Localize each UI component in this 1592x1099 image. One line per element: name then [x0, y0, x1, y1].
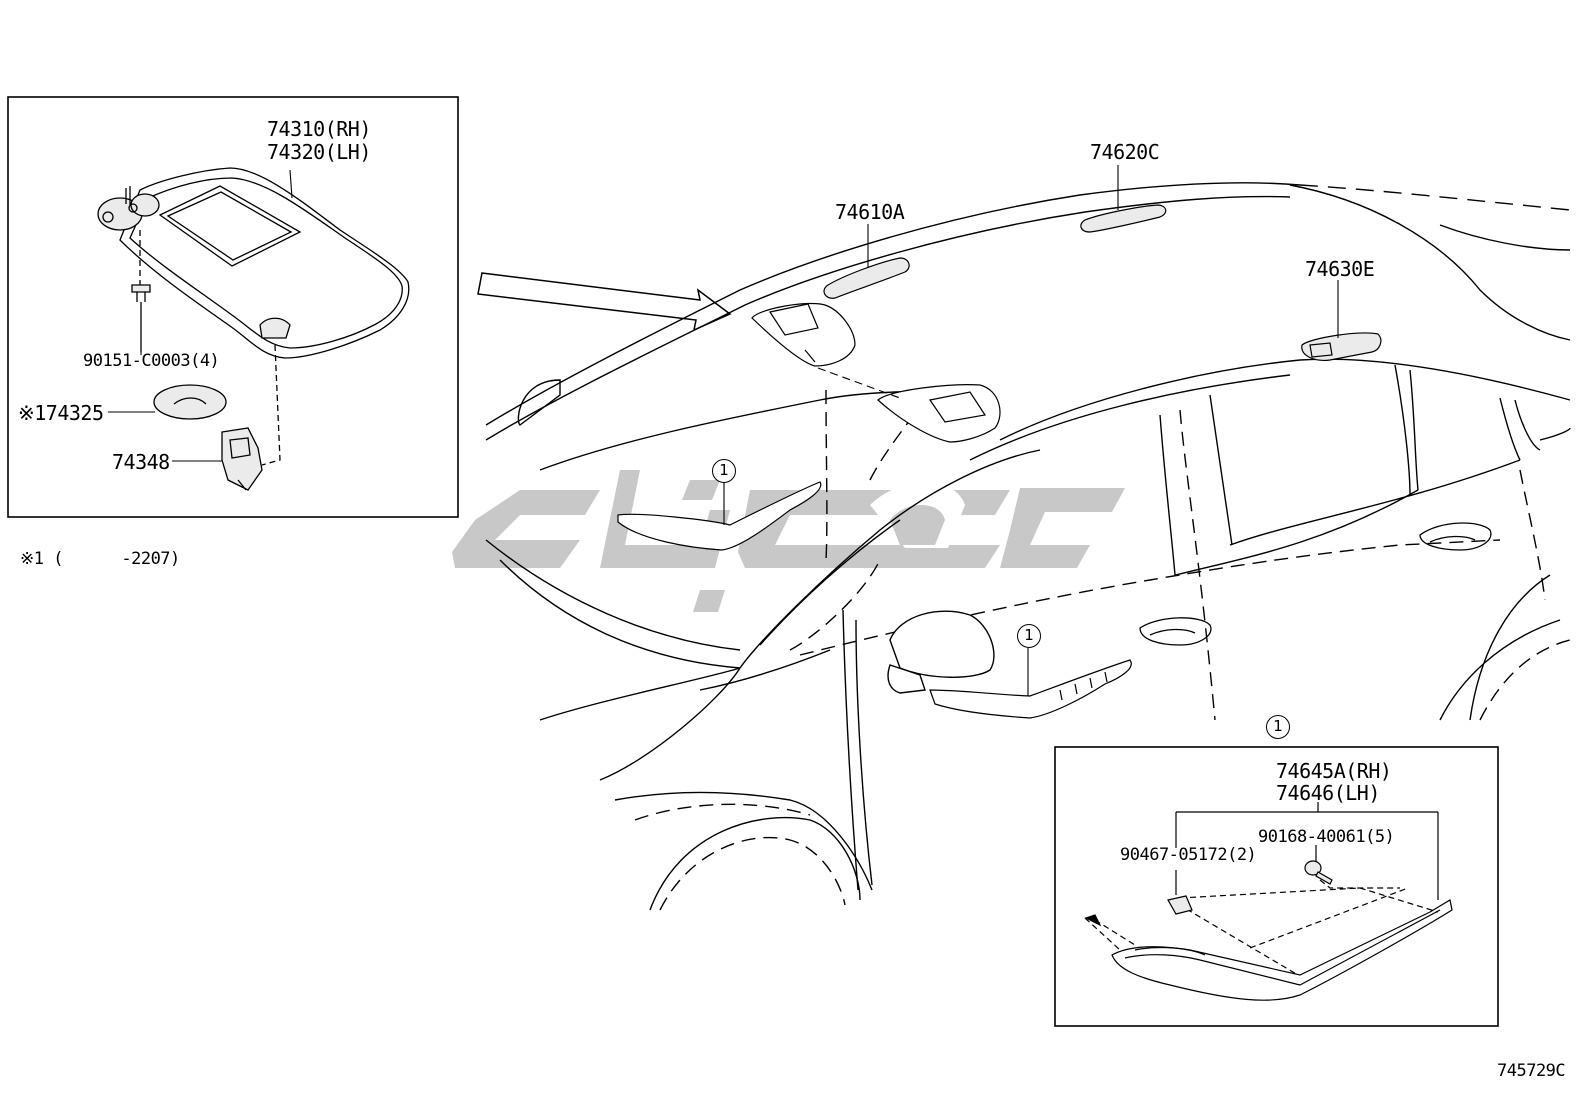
visor-rh-label: 74310(RH) [267, 117, 371, 141]
door-handles [1139, 522, 1492, 646]
cover-label: ※174325 [18, 401, 104, 425]
assist-lh-label: 74646(LH) [1276, 781, 1380, 805]
pillar-grip-left [617, 481, 822, 551]
car-sun-visor-right [877, 384, 1001, 443]
side-mirror [887, 610, 995, 694]
visor-holder-drawing [221, 427, 263, 491]
visor-lh-label: 74320(LH) [267, 140, 371, 164]
assist-grip-c [1080, 204, 1167, 233]
callout-1-inset: 1 [1266, 715, 1290, 739]
grip-e-label: 74630E [1305, 257, 1375, 281]
inset-assist-grip-drawing [1084, 802, 1453, 1001]
screw-label: 90151-C0003(4) [83, 351, 220, 371]
assist-rh-label: 74645A(RH) [1276, 759, 1392, 783]
inset-bolt-drawing [1304, 860, 1333, 885]
visor-screw-drawing [131, 284, 151, 352]
diagram-code: 745729C [1497, 1061, 1566, 1081]
assist-grip-e [1301, 332, 1382, 361]
callout-1-right: 1 [1017, 624, 1041, 648]
inset-clip-drawing [1167, 895, 1193, 915]
watermark-logo [452, 470, 1125, 612]
clip-label: 90467-05172(2) [1120, 845, 1257, 865]
footnote-label: ※1 ( -2207) [20, 549, 180, 569]
visor-cover-drawing [153, 384, 227, 420]
leader-lines [723, 165, 1339, 696]
car-sun-visor-left [751, 302, 856, 367]
grip-c-label: 74620C [1090, 140, 1160, 164]
holder-label: 74348 [112, 450, 170, 474]
assist-grip-a [823, 257, 910, 299]
visor-link-line [817, 367, 901, 399]
inset-leader-lines [108, 169, 293, 462]
bolt-label: 90168-40061(5) [1258, 827, 1395, 847]
pointer-arrow [477, 272, 732, 332]
sun-visor-drawing [97, 167, 410, 466]
assist-grip-inset-box [1054, 746, 1499, 1027]
grip-a-label: 74610A [835, 200, 905, 224]
pillar-grip-right [929, 659, 1132, 719]
sun-visor-inset-box [7, 96, 459, 518]
callout-1-left: 1 [712, 459, 736, 483]
